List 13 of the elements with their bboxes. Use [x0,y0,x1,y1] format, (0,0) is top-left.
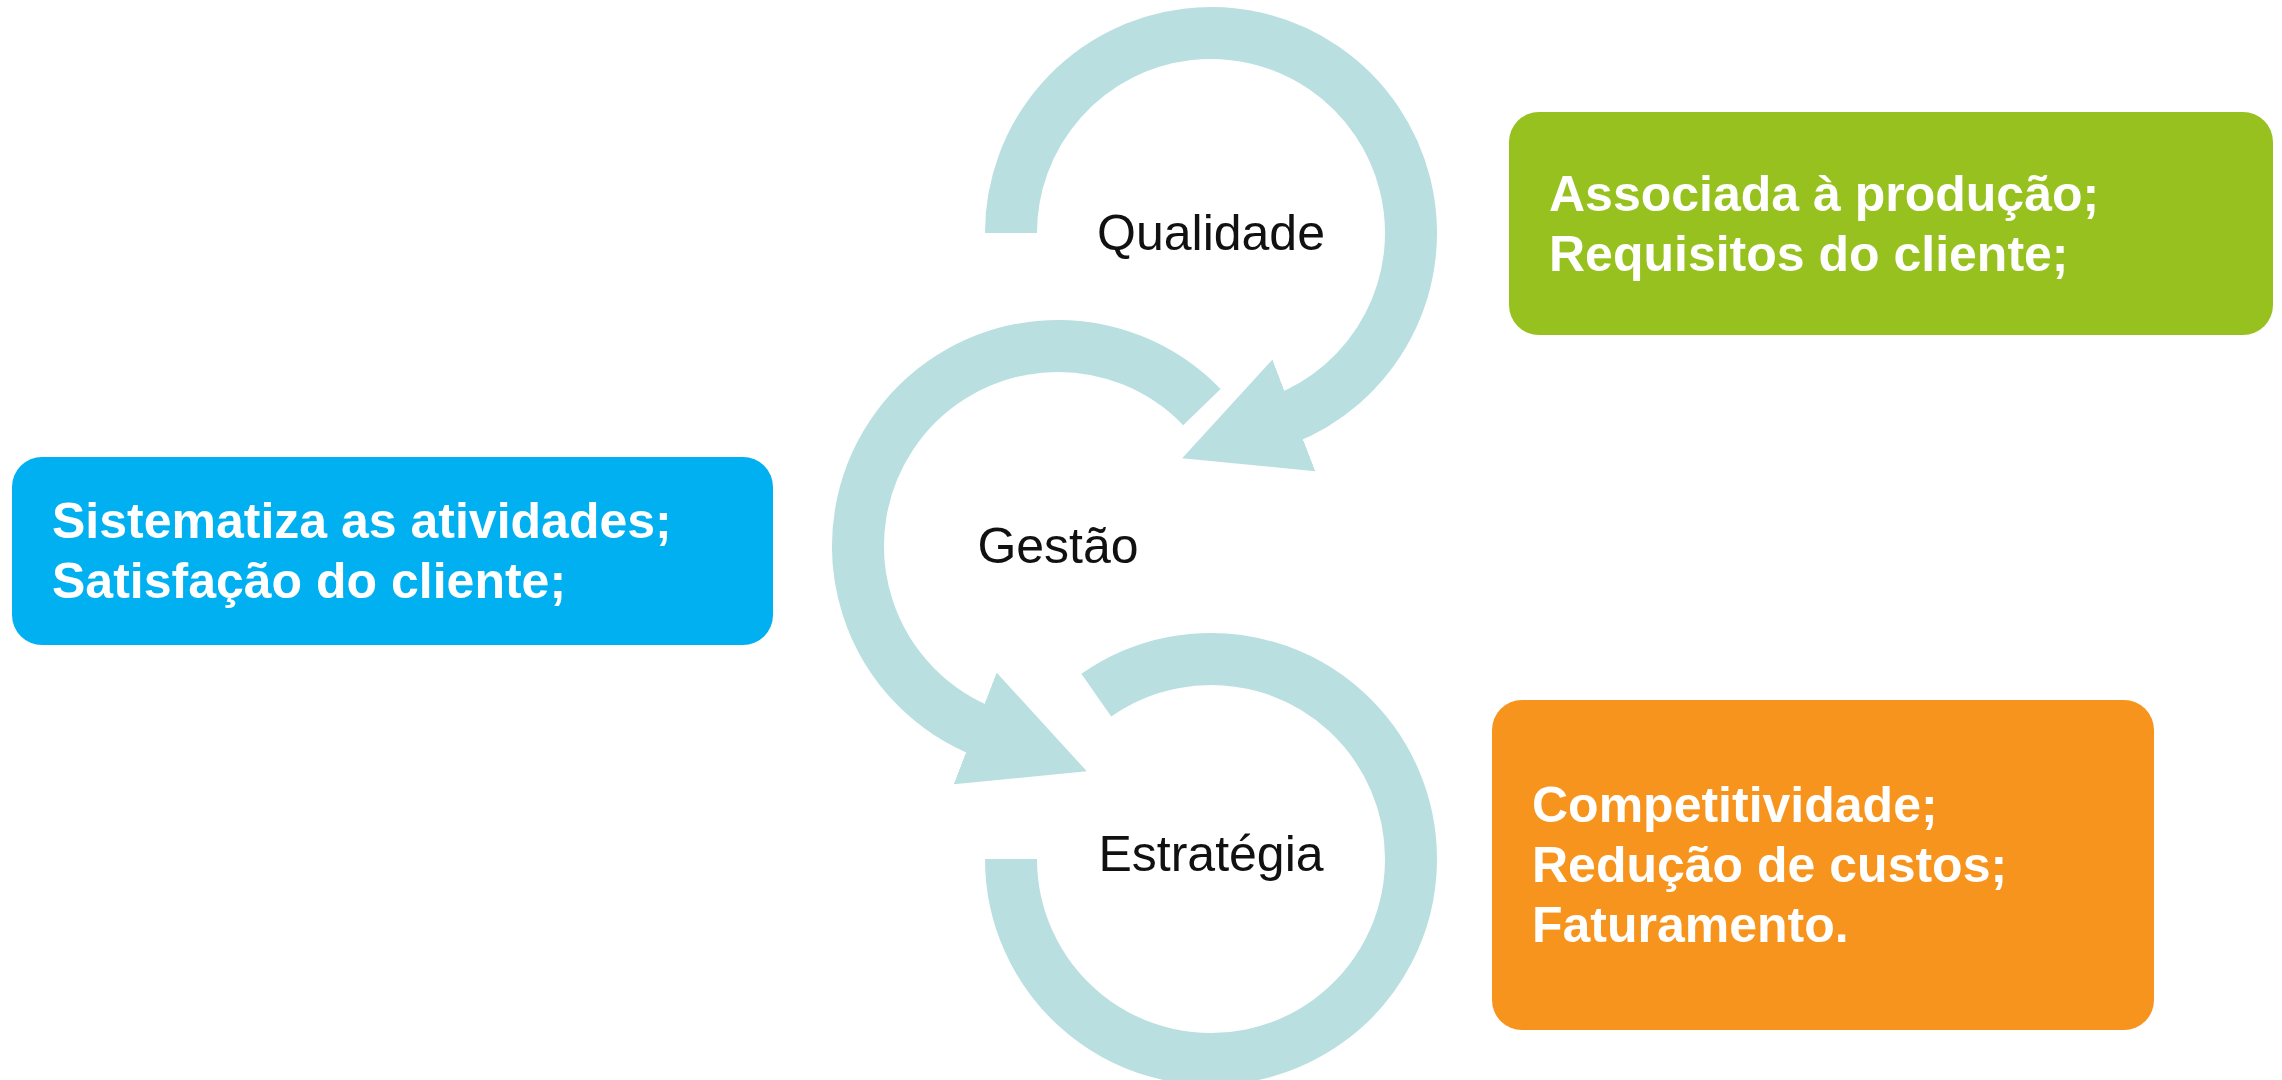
note-box [1509,112,2273,335]
note-text: Sistematiza as atividades; [52,492,673,551]
note-text: Competitividade; [1532,776,1939,835]
note-text: Requisitos do cliente; [1549,224,2070,284]
stage-label: Qualidade [1097,204,1325,262]
note-text: Redução de custos; [1532,836,2009,895]
note-box [1492,700,2154,1030]
note-text: Associada à produção; [1549,164,2101,224]
stage-label: Gestão [977,517,1139,575]
note-text: Faturamento. [1532,896,1850,955]
note-text: Satisfação do cliente; [52,552,568,611]
note-box [12,457,773,645]
stage-label: Estratégia [1098,825,1324,883]
